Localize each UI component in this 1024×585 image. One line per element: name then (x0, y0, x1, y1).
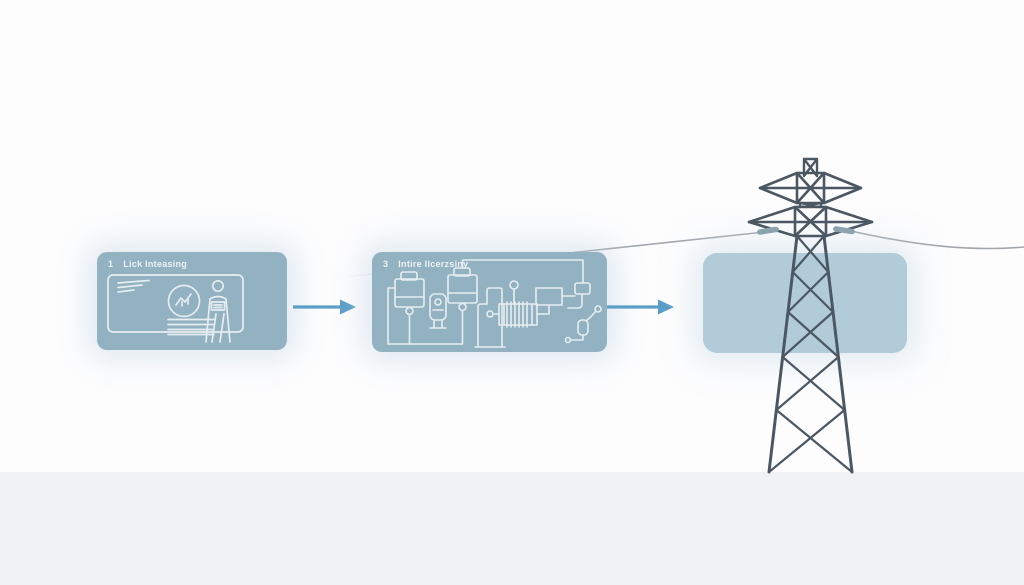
flow-arrow-2-icon (607, 299, 674, 315)
arrow-head (340, 299, 356, 315)
flow-arrow-1-icon (293, 299, 356, 315)
transformer-icon (474, 280, 545, 348)
step-2-number: 3 (383, 259, 389, 269)
arrow-head (658, 299, 674, 315)
step-2-title: Intire Ilcerzsiny (398, 259, 469, 269)
generator-block-icon (535, 287, 602, 344)
step-1-number: 1 (108, 259, 114, 269)
transmission-tower-icon (747, 157, 874, 474)
step-2-title-row: 3 Intire Ilcerzsiny (383, 259, 468, 270)
step-1-title: Lick Inteasing (123, 259, 188, 269)
wiring-loop-icon (461, 259, 591, 295)
circuit-schematic-icon (387, 259, 602, 348)
ground-band (0, 472, 1024, 585)
step-1-title-row: 1 Lick Inteasing (108, 259, 187, 270)
power-line-right-icon (850, 230, 1024, 250)
tower-lattice (747, 157, 874, 474)
insulator-left-icon (757, 226, 779, 235)
insulator-right-icon (833, 226, 855, 235)
person-icon (205, 279, 231, 343)
battery-canisters-icon (387, 267, 478, 345)
step-card-1: 1 Lick Inteasing (97, 252, 287, 350)
id-card-person-icon (107, 274, 244, 343)
step-card-2: 3 Intire Ilcerzsiny (372, 252, 607, 352)
